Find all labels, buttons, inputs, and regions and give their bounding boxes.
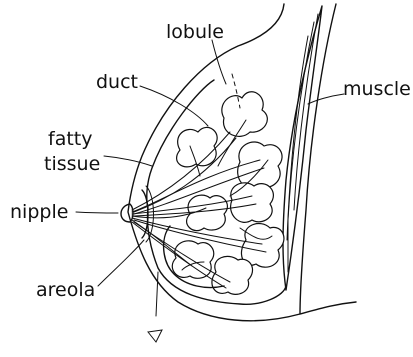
muscle-label: muscle: [343, 78, 411, 100]
muscle-leader-line: [308, 94, 344, 104]
areola-leader-line: [98, 240, 144, 286]
tissue-label: tissue: [44, 153, 100, 175]
lobule-leader-line: [212, 40, 226, 84]
nipple-label: nipple: [10, 201, 68, 223]
duct-leader-line: [140, 86, 208, 126]
fatty-tissue-leader-line: [104, 156, 152, 166]
duct-label: duct: [96, 71, 138, 93]
fatty-label: fatty: [48, 128, 92, 150]
down-arrow-icon: [148, 272, 162, 342]
lobule-label: lobule: [166, 21, 224, 43]
nipple-leader-line: [76, 212, 118, 213]
areola-label: areola: [36, 279, 95, 301]
nipple-shape: [121, 204, 133, 222]
